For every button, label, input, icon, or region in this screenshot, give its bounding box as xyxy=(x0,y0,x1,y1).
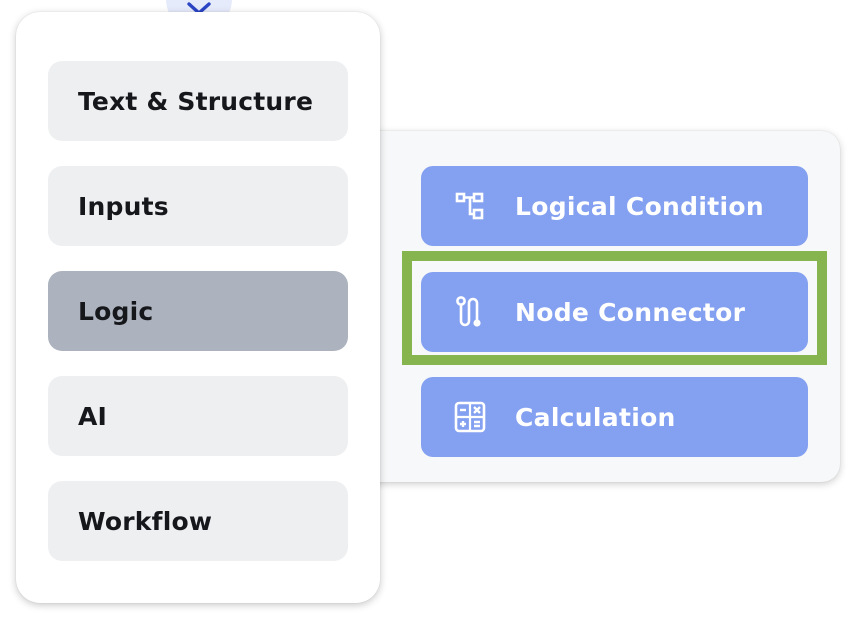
flowchart-icon xyxy=(453,189,487,223)
calculator-icon xyxy=(453,400,487,434)
menu-item-label: Inputs xyxy=(78,191,169,221)
menu-item-label: Logic xyxy=(78,296,154,326)
route-connector-icon xyxy=(453,295,487,329)
menu-item-label: Text & Structure xyxy=(78,86,314,116)
menu-item-logic[interactable]: Logic xyxy=(48,271,348,351)
logic-submenu: Logical Condition Node Connector xyxy=(360,131,840,482)
sub-item-label: Node Connector xyxy=(515,297,746,327)
menu-item-text-structure[interactable]: Text & Structure xyxy=(48,61,348,141)
node-connector-button[interactable]: Node Connector xyxy=(421,272,808,352)
highlight-box xyxy=(402,251,827,365)
menu-item-label: AI xyxy=(78,401,108,431)
menu-item-inputs[interactable]: Inputs xyxy=(48,166,348,246)
calculation-button[interactable]: Calculation xyxy=(421,377,808,457)
menu-item-ai[interactable]: AI xyxy=(48,376,348,456)
sub-item-label: Calculation xyxy=(515,402,676,432)
category-menu: Text & Structure Inputs Logic AI Workflo… xyxy=(16,12,380,603)
menu-item-workflow[interactable]: Workflow xyxy=(48,481,348,561)
logical-condition-button[interactable]: Logical Condition xyxy=(421,166,808,246)
sub-item-label: Logical Condition xyxy=(515,191,764,221)
menu-item-label: Workflow xyxy=(78,506,213,536)
